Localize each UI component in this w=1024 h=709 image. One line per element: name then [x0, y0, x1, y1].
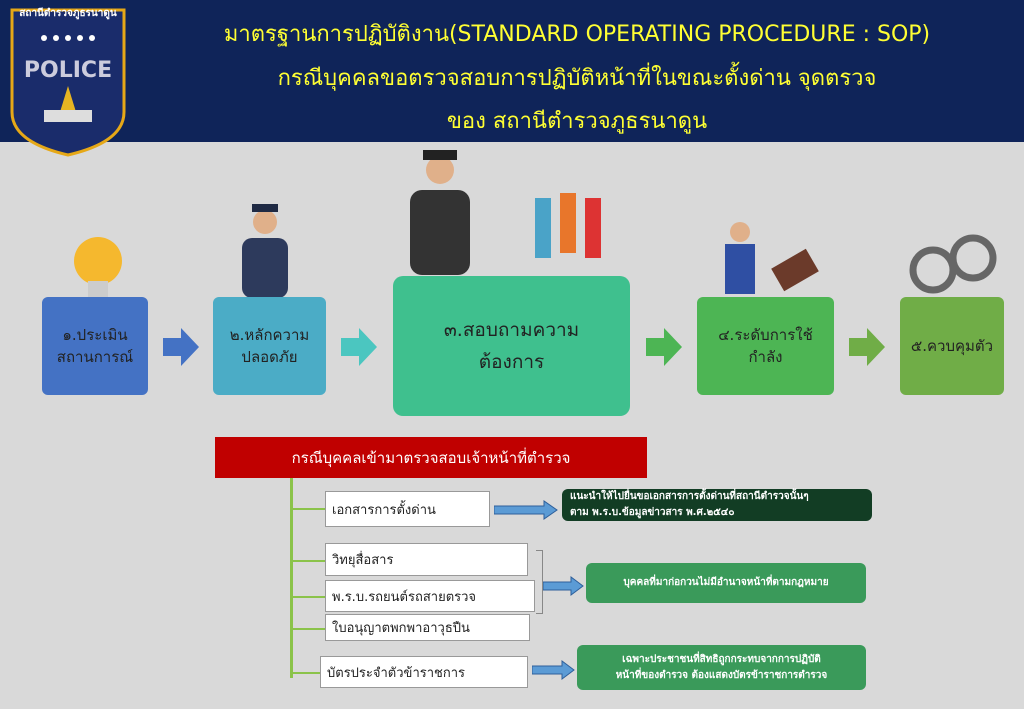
step-4-force-level: ๔.ระดับการใช้กำลัง — [697, 297, 834, 395]
step-label: ต้องการ — [478, 351, 545, 373]
step-label: ๓.สอบถามความ — [443, 318, 580, 341]
outcome-document-advice: แนะนำให้ไปยื่นขอเอกสารการตั้งด่านที่สถาน… — [562, 489, 872, 521]
outcome-text: หน้าที่ของตำรวจ ต้องแสดงบัตรข้าราชการตำร… — [615, 669, 828, 681]
arrow-right-icon — [646, 328, 682, 366]
step-label: ๒.หลักความ — [229, 325, 310, 344]
stars-icon — [41, 35, 95, 41]
tree-branch — [290, 508, 325, 510]
arrow-right-icon — [494, 500, 558, 520]
step-label: ๑.ประเมิน — [62, 325, 128, 344]
outcome-show-id: เฉพาะประชาชนที่สิทธิถูกกระทบจากการปฏิบัต… — [577, 645, 866, 690]
header-banner — [0, 0, 1024, 142]
police-arrest-icon — [725, 222, 819, 294]
logo-station-text: สถานีตำรวจภูธรนาดูน — [19, 8, 117, 19]
outcome-text: เฉพาะประชาชนที่สิทธิถูกกระทบจากการปฏิบัต… — [622, 653, 821, 665]
step-label: ๕.ควบคุมตัว — [910, 336, 994, 355]
step-2-safety: ๒.หลักความปลอดภัย — [213, 297, 326, 395]
group-bracket — [536, 550, 543, 614]
temple-tower-icon — [60, 86, 76, 112]
item-radio: วิทยุสื่อสาร — [325, 543, 528, 576]
item-vehicle-act: พ.ร.บ.รถยนต์รถสายตรวจ — [325, 580, 535, 612]
logo-word: POLICE — [24, 58, 112, 83]
police-officer-icon — [242, 204, 288, 298]
protesters-icon — [535, 193, 601, 258]
police-logo: POLICE สถานีตำรวจภูธรนาดูน — [6, 2, 130, 157]
item-official-id: บัตรประจำตัวข้าราชการ — [320, 656, 528, 688]
step-3-inquire: ๓.สอบถามความต้องการ — [393, 276, 630, 416]
outcome-text: แนะนำให้ไปยื่นขอเอกสารการตั้งด่านที่สถาน… — [570, 491, 809, 502]
step-1-assess-situation: ๑.ประเมินสถานการณ์ — [42, 297, 148, 395]
arrow-right-icon — [341, 328, 377, 366]
arrow-right-icon — [543, 576, 584, 596]
step-label: กำลัง — [748, 348, 783, 366]
arrow-right-icon — [163, 328, 199, 366]
item-gun-license: ใบอนุญาตพกพาอาวุธปืน — [325, 614, 530, 641]
lightbulb-icon — [74, 237, 122, 297]
item-checkpoint-document: เอกสารการตั้งด่าน — [325, 491, 490, 527]
policewoman-icon — [410, 150, 470, 275]
tree-branch — [290, 672, 320, 674]
tree-branch — [290, 560, 325, 562]
step-label: สถานการณ์ — [56, 348, 134, 366]
handcuffs-icon — [909, 234, 997, 294]
page-subtitle-station: ของ สถานีตำรวจภูธรนาดูน — [446, 109, 708, 134]
tree-branch — [290, 628, 325, 630]
case-banner: กรณีบุคคลเข้ามาตรวจสอบเจ้าหน้าที่ตำรวจ — [215, 437, 647, 478]
tree-branch — [290, 596, 325, 598]
page-title: มาตรฐานการปฏิบัติงาน(STANDARD OPERATING … — [223, 22, 931, 47]
arrow-right-icon — [849, 328, 885, 366]
step-label: ปลอดภัย — [241, 348, 298, 366]
tree-line — [290, 478, 293, 678]
arrow-right-icon — [532, 660, 575, 680]
outcome-text: ตาม พ.ร.บ.ข้อมูลข่าวสาร พ.ศ.๒๕๔๐ — [570, 507, 735, 518]
step-5-custody: ๕.ควบคุมตัว — [900, 297, 1004, 395]
outcome-no-authority: บุคคลที่มาก่อกวนไม่มีอำนาจหน้าที่ตามกฎหม… — [586, 563, 866, 603]
page-subtitle: กรณีบุคคลขอตรวจสอบการปฏิบัติหน้าที่ในขณะ… — [277, 66, 877, 91]
step-label: ๔.ระดับการใช้ — [718, 325, 813, 344]
